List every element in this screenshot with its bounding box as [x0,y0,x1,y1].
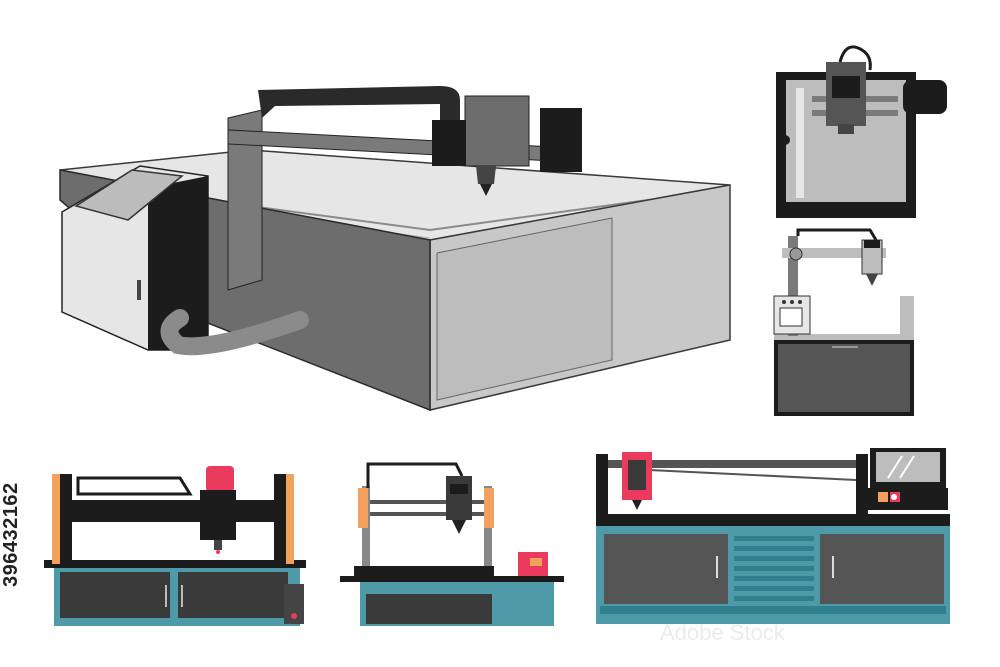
compact-cnc-printer [340,462,564,626]
industrial-cnc-workbench [596,448,950,624]
bench-cnc-router [44,466,306,626]
large-gantry-cnc [59,86,731,412]
desktop-cnc-mill [776,45,947,218]
stock-watermark: Adobe Stock [660,620,786,645]
cnc-control-box-machine [773,228,914,416]
watermark-text: Adobe Stock [660,620,786,645]
